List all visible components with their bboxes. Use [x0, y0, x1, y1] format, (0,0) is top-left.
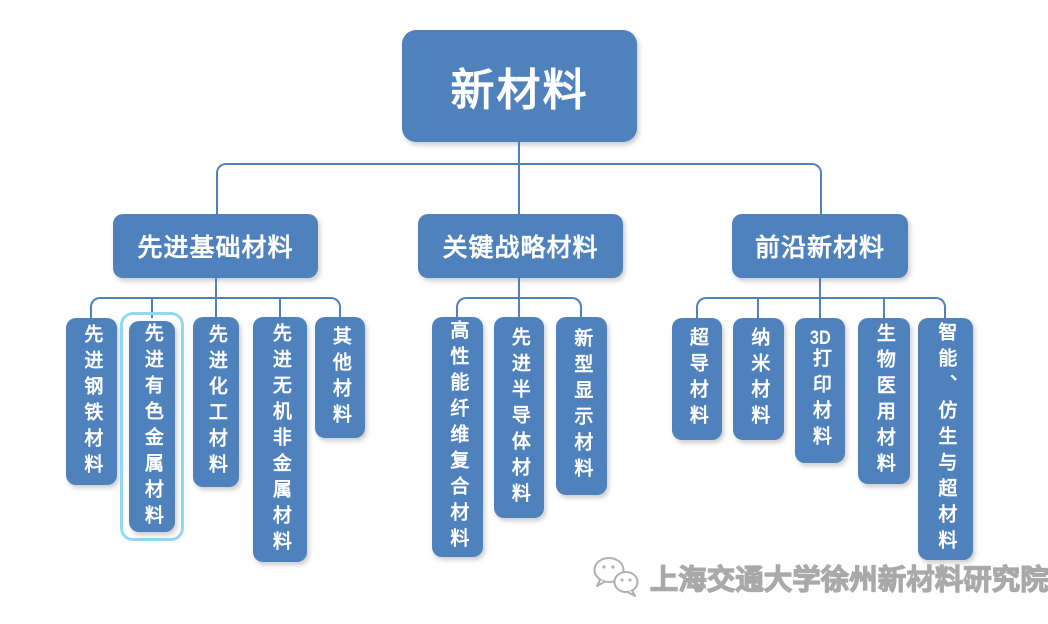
leaf-node-3d-printing-materials: 3D打印材料 [795, 318, 845, 463]
connector-root-stem [518, 142, 520, 214]
leaf-node-advanced-nonferrous-metal-materials: 先进有色金属材料 [129, 321, 175, 532]
leaf-node-label: 3D打印材料 [808, 329, 832, 452]
root-node-label: 新材料 [450, 66, 589, 115]
leaf-node-label: 纳米材料 [748, 327, 770, 431]
leaf-node-advanced-inorganic-nonmetallic-materials: 先进无机非金属材料 [253, 317, 307, 562]
leaf-node-label: 超导材料 [686, 327, 708, 431]
connector-branch2-stem [518, 278, 520, 298]
connector-branch1-mid3 [279, 298, 281, 318]
leaf-node-advanced-semiconductor-materials: 先进半导体材料 [494, 317, 544, 518]
leaf-node-label: 高性能纤维复合材料 [447, 320, 469, 554]
leaf-node-label: 其他材料 [329, 325, 351, 430]
connector-branch3-mid2 [819, 298, 821, 318]
connector-branch3-stem [819, 278, 821, 298]
wechat-icon [590, 554, 644, 602]
leaf-node-biomedical-materials: 生物医用材料 [858, 318, 910, 484]
root-node-new-materials: 新材料 [402, 30, 637, 142]
connector-level1-bracket [216, 163, 822, 214]
watermark: 上海交通大学徐州新材料研究院 [590, 554, 1048, 602]
watermark-text: 上海交通大学徐州新材料研究院 [649, 563, 1048, 595]
leaf-node-superconducting-materials: 超导材料 [672, 318, 722, 440]
connector-branch1-mid2 [215, 298, 217, 318]
connector-branch3-mid1 [757, 298, 759, 318]
leaf-node-label-suffix: 打印材料 [809, 348, 831, 452]
connector-branch1-stem [215, 278, 217, 298]
branch-node-advanced-basic-materials: 先进基础材料 [113, 214, 318, 278]
leaf-node-advanced-chemical-materials: 先进化工材料 [193, 317, 239, 487]
connector-branch3-bracket [696, 297, 946, 318]
connector-branch2-mid1 [518, 298, 520, 318]
leaf-node-high-performance-fiber-composite-materials: 高性能纤维复合材料 [432, 317, 483, 557]
leaf-node-label: 先进化工材料 [205, 324, 227, 480]
branch-node-label: 先进基础材料 [137, 234, 294, 262]
leaf-node-label: 智能、仿生与超材料 [935, 322, 957, 556]
leaf-node-nano-materials: 纳米材料 [733, 318, 784, 440]
leaf-node-label: 生物医用材料 [873, 323, 895, 479]
connector-branch1-mid1 [151, 298, 153, 318]
connector-branch3-mid3 [883, 298, 885, 318]
leaf-node-label: 新型显示材料 [571, 328, 593, 484]
leaf-node-advanced-steel-materials: 先进钢铁材料 [66, 318, 117, 485]
highlight-ring-selected-leaf [120, 312, 184, 541]
leaf-node-label-prefix: 3D [809, 329, 831, 348]
leaf-node-label: 先进有色金属材料 [141, 322, 163, 531]
branch-node-label: 前沿新材料 [754, 234, 885, 262]
leaf-node-new-display-materials: 新型显示材料 [556, 317, 607, 495]
branch-node-frontier-new-materials: 前沿新材料 [732, 214, 908, 278]
leaf-node-label: 先进钢铁材料 [81, 323, 103, 480]
branch-node-label: 关键战略材料 [442, 234, 599, 262]
leaf-node-smart-bionic-metamaterials: 智能、仿生与超材料 [918, 318, 973, 560]
leaf-node-label: 先进无机非金属材料 [269, 322, 291, 557]
leaf-node-label: 先进半导体材料 [508, 326, 530, 509]
branch-node-key-strategic-materials: 关键战略材料 [418, 214, 623, 278]
leaf-node-other-materials: 其他材料 [315, 317, 365, 438]
